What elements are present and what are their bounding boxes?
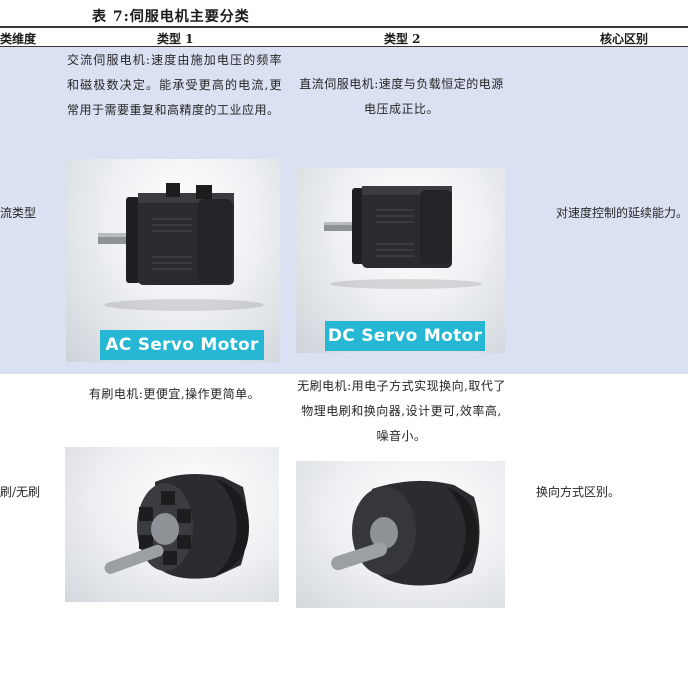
row1-dimension: 流类型: [0, 206, 37, 220]
row2-difference: 换向方式区别。: [536, 485, 621, 499]
row1-difference: 对速度控制的延续能力。: [556, 206, 688, 220]
row1-type2-text: 直流伺服电机:速度与负载恒定的电源电压成正比。: [299, 77, 504, 116]
dc-servo-motor-icon: [324, 186, 482, 289]
dc-servo-motor-image: DC Servo Motor: [296, 168, 505, 353]
brushed-motor-icon: [104, 473, 249, 579]
ac-servo-motor-image: AC Servo Motor: [66, 159, 280, 362]
header-dimension: 类维度: [0, 32, 37, 46]
ac-servo-motor-icon: [98, 183, 264, 311]
brushed-motor-image: [65, 447, 279, 602]
header-type1: 类型 1: [157, 32, 194, 46]
header-difference: 核心区别: [600, 32, 649, 46]
header-rule: [0, 46, 688, 47]
brushless-motor-icon: [331, 480, 480, 586]
row1-type1-text: 交流伺服电机:速度由施加电压的频率和磁极数决定。能承受更高的电流,更常用于需要重…: [67, 53, 282, 117]
row2-type2-text: 无刷电机:用电子方式实现换向,取代了物理电刷和换向器,设计更可,效率高,噪音小。: [297, 379, 506, 443]
table-header-row: 类维度 类型 1 类型 2 核心区别: [0, 28, 688, 46]
table-top-rule: [0, 26, 688, 28]
dc-servo-motor-label: DC Servo Motor: [325, 321, 485, 351]
row2-type1-text: 有刷电机:更便宜,操作更简单。: [88, 387, 261, 401]
header-type2: 类型 2: [384, 32, 421, 46]
ac-servo-motor-label: AC Servo Motor: [100, 330, 264, 360]
table-caption: 表 7:伺服电机主要分类: [92, 9, 250, 25]
brushless-motor-image: [296, 461, 505, 608]
row2-dimension: 刷/无刷: [0, 485, 41, 499]
